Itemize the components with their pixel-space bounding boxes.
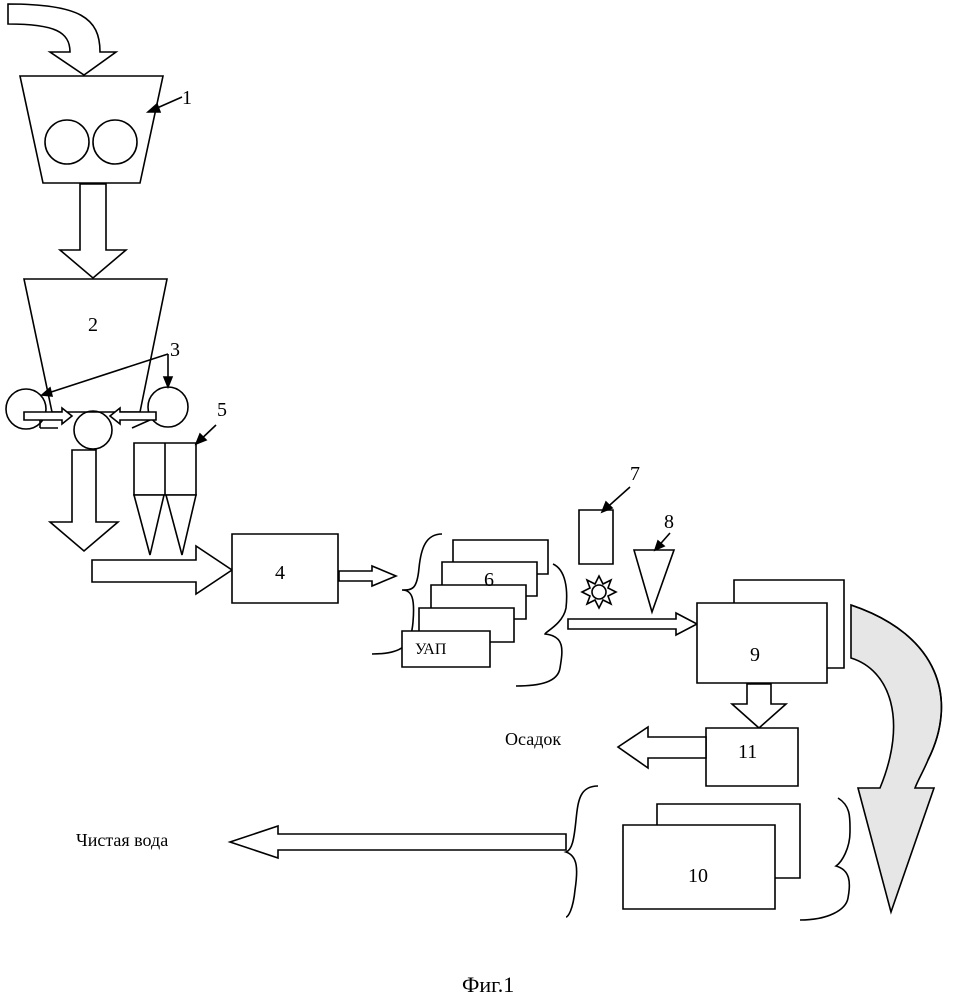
arrow-sediment-out <box>618 727 706 768</box>
label-rollers: 3 <box>170 340 180 360</box>
recycle-curved-arrow <box>851 605 941 912</box>
unit-8-funnel <box>634 550 674 612</box>
label-mixer: 4 <box>275 563 285 583</box>
arrow-clean-water-out <box>230 826 566 858</box>
arrow-reactor-to-settler <box>732 684 786 728</box>
left-brace-tank <box>566 786 598 917</box>
roller-right <box>148 387 188 427</box>
roller-center <box>74 411 112 449</box>
pointer-arrow-8 <box>655 533 670 550</box>
label-dosing-bins: 5 <box>217 400 227 420</box>
unit-7-box <box>579 510 613 564</box>
label-settler: 11 <box>738 742 757 762</box>
mixer-unit-4 <box>232 534 338 603</box>
label-hopper: 2 <box>88 315 98 335</box>
reactor-unit-9 <box>697 580 844 683</box>
dosing-bins-5 <box>134 443 196 555</box>
pointer-arrow-7 <box>602 487 630 512</box>
pointer-arrow-5 <box>196 425 216 444</box>
small-arrow-left-roller <box>24 408 72 424</box>
arrow-to-reactor <box>568 613 697 635</box>
arrow-mixer-to-filters <box>339 566 396 586</box>
arrow-crusher-to-hopper <box>60 184 126 278</box>
label-sediment: Осадок <box>505 730 561 748</box>
label-unit-7: 7 <box>630 464 640 484</box>
label-crusher: 1 <box>182 88 192 108</box>
arrow-down-from-rollers <box>50 450 118 551</box>
arrow-into-mixer <box>92 546 232 594</box>
crusher-unit-1 <box>20 76 163 183</box>
label-unit-8: 8 <box>664 512 674 532</box>
figure-caption: Фиг.1 <box>462 974 514 996</box>
label-filter-stack: 6 <box>484 570 494 590</box>
right-brace-tank <box>800 798 850 920</box>
label-final-tank: 10 <box>688 866 708 886</box>
tank-unit-10 <box>623 804 800 909</box>
inlet-curved-arrow <box>8 4 116 75</box>
light-source-icon <box>582 576 616 608</box>
label-uap: УАП <box>415 642 446 658</box>
label-clean-water: Чистая вода <box>76 831 168 849</box>
label-reactor: 9 <box>750 645 760 665</box>
